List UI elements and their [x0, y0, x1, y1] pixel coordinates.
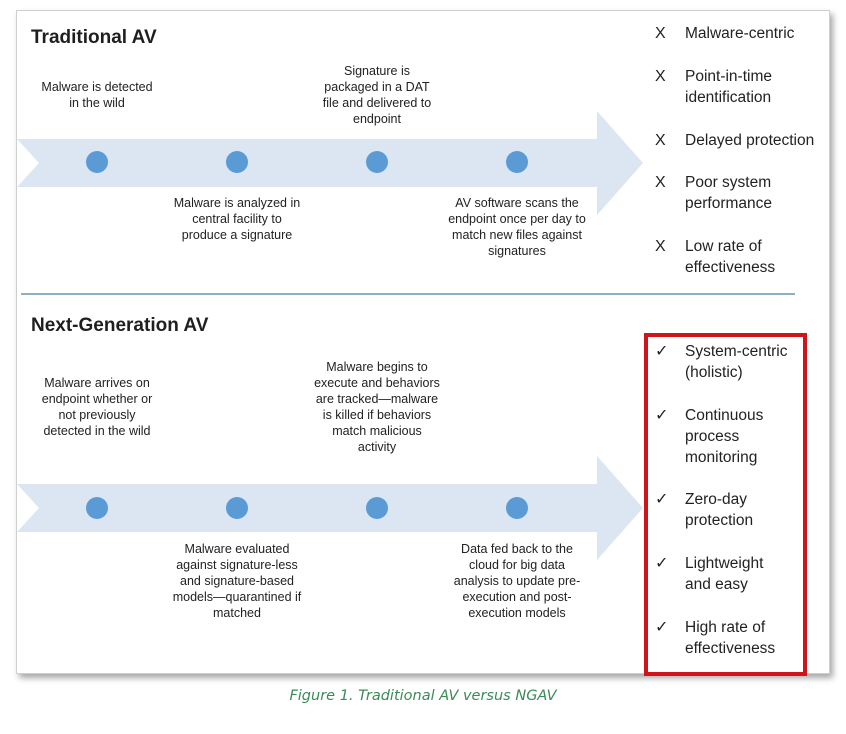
nextgen-benefit-4: ✓ Lightweight and easy — [655, 555, 764, 593]
traditional-dot-2 — [226, 151, 248, 173]
nextgen-dot-4 — [506, 497, 528, 519]
nextgen-step-3: Malware begins to execute and behaviors … — [314, 360, 440, 454]
traditional-dot-4 — [506, 151, 528, 173]
x-icon: X — [655, 68, 666, 85]
nextgen-dot-1 — [86, 497, 108, 519]
traditional-drawback-3: X Delayed protection — [655, 132, 815, 149]
nextgen-benefit-1: ✓ System-centric (holistic) — [655, 343, 788, 381]
x-icon: X — [655, 25, 666, 42]
figure-caption: Figure 1. Traditional AV versus NGAV — [289, 688, 557, 704]
traditional-arrow — [17, 111, 643, 215]
nextgen-arrow — [17, 456, 643, 560]
traditional-step-3: Signature is packaged in a DAT file and … — [322, 64, 432, 126]
figure-frame: Traditional AV Malware is detected in th… — [16, 10, 830, 676]
nextgen-benefit-3: ✓ Zero-day protection — [655, 491, 754, 529]
nextgen-step-1: Malware arrives on endpoint whether or n… — [41, 376, 153, 438]
x-icon: X — [655, 238, 666, 255]
traditional-step-4: AV software scans the endpoint once per … — [448, 196, 586, 258]
traditional-step-2: Malware is analyzed in central facility … — [173, 196, 301, 242]
x-icon: X — [655, 132, 666, 149]
checkmark-icon: ✓ — [655, 555, 669, 572]
traditional-step-1: Malware is detected in the wild — [41, 80, 153, 110]
x-icon: X — [655, 174, 666, 191]
checkmark-icon: ✓ — [655, 343, 669, 360]
section-divider — [21, 293, 795, 295]
nextgen-dot-3 — [366, 497, 388, 519]
nextgen-dot-2 — [226, 497, 248, 519]
nextgen-step-2: Malware evaluated against signature-less… — [172, 542, 302, 620]
checkmark-icon: ✓ — [655, 491, 669, 508]
nextgen-highlight-box — [644, 333, 807, 676]
traditional-drawback-5: X Low rate of effectiveness — [655, 238, 776, 276]
checkmark-icon: ✓ — [655, 407, 669, 424]
traditional-drawback-4: X Poor system performance — [655, 174, 773, 212]
traditional-dot-3 — [366, 151, 388, 173]
traditional-title: Traditional AV — [31, 27, 157, 48]
checkmark-icon: ✓ — [655, 619, 669, 636]
nextgen-benefit-2: ✓ Continuous process monitoring — [655, 407, 764, 466]
traditional-dot-1 — [86, 151, 108, 173]
nextgen-benefit-5: ✓ High rate of effectiveness — [655, 619, 776, 657]
traditional-drawback-2: X Point-in-time identification — [655, 68, 772, 106]
traditional-drawback-1: X Malware-centric — [655, 25, 795, 42]
nextgen-step-4: Data fed back to the cloud for big data … — [453, 542, 581, 620]
nextgen-title: Next-Generation AV — [31, 315, 209, 336]
